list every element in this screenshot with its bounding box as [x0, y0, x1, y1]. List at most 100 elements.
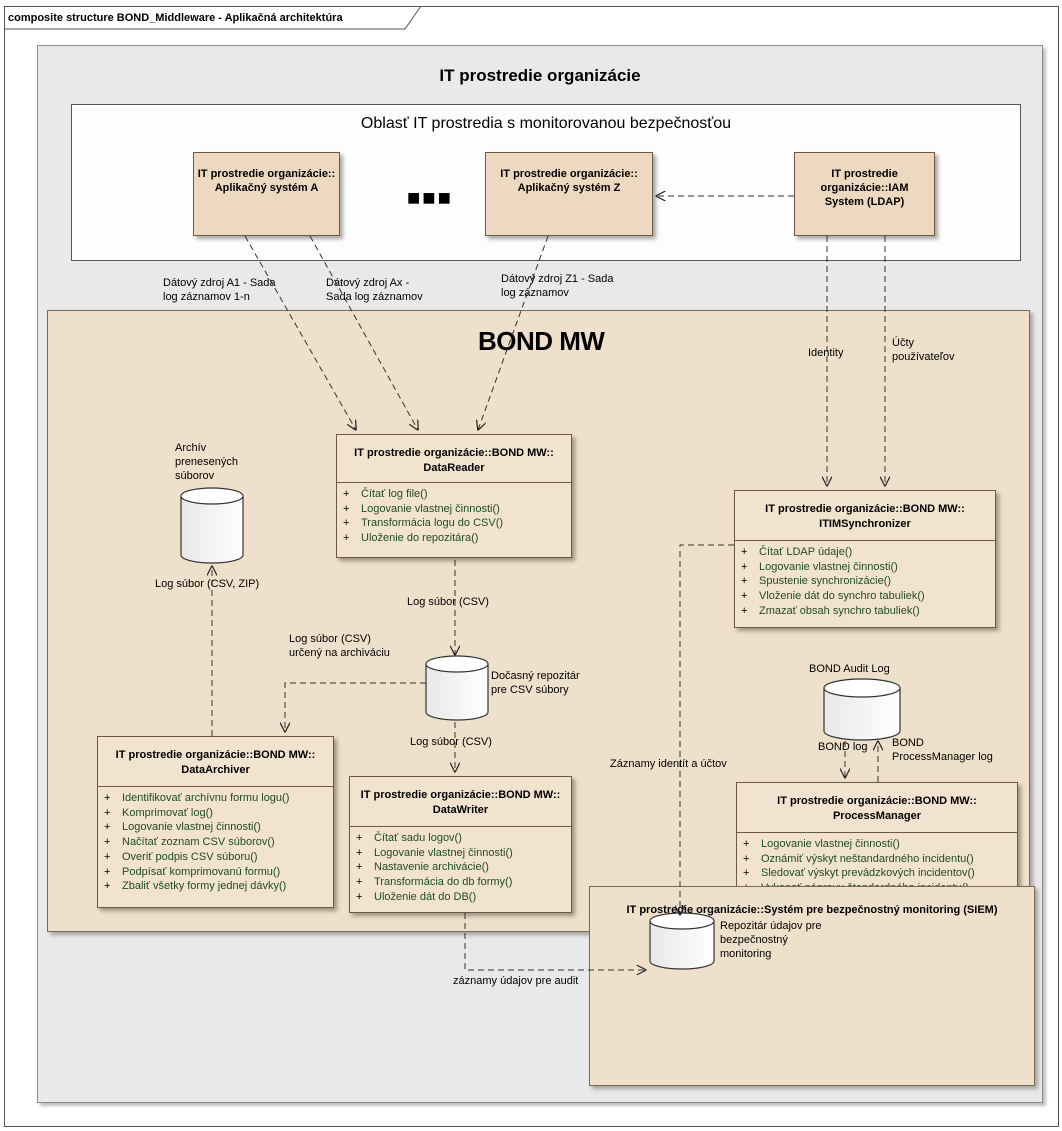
- monitored-area-title: Oblasť IT prostredia s monitorovanou bez…: [360, 115, 732, 132]
- connector-bond-log-label: BOND log: [818, 741, 868, 753]
- bond-mw-title: BOND MW: [478, 326, 605, 356]
- app-system-a-line2: Aplikačný systém A: [214, 182, 319, 194]
- operation: + Transformácia logu do CSV(): [343, 516, 571, 531]
- visibility-marker: +: [343, 517, 350, 530]
- class-datawriter-operations: +Čítať sadu logov() +Logovanie vlastnej …: [350, 827, 571, 905]
- iam-system-line3: System (LDAP): [824, 196, 905, 208]
- operation: +Nastavenie archivácie(): [356, 860, 571, 875]
- app-system-z[interactable]: IT prostredie organizácie:: Aplikačný sy…: [485, 152, 653, 236]
- operation: +Logovanie vlastnej činnosti(): [741, 560, 995, 575]
- class-datareader[interactable]: IT prostredie organizácie::BOND MW:: Dat…: [336, 434, 572, 558]
- connector-audit-records-label: záznamy údajov pre audit: [453, 975, 579, 987]
- connector-identity-label: Identity: [808, 347, 844, 359]
- visibility-marker: +: [356, 890, 363, 903]
- temp-repository-datastore[interactable]: [425, 655, 489, 721]
- connector-identity-records[interactable]: [680, 544, 734, 915]
- class-processmanager-header: IT prostredie organizácie::BOND MW:: Pro…: [737, 783, 1017, 833]
- app-system-a[interactable]: IT prostredie organizácie:: Aplikačný sy…: [193, 152, 340, 236]
- app-system-z-line1: IT prostredie organizácie::: [500, 168, 638, 180]
- temp-repo-label-line: Dočasný repozitár: [491, 670, 580, 682]
- class-datawriter-stereotype: IT prostredie organizácie::BOND MW::: [360, 789, 561, 801]
- iam-system[interactable]: IT prostredie organizácie::IAM System (L…: [794, 152, 935, 236]
- operation-label: Uloženie do repozitára(): [361, 532, 479, 545]
- class-datareader-header: IT prostredie organizácie::BOND MW:: Dat…: [337, 435, 571, 483]
- diagram-frame: [4, 6, 1059, 1127]
- operation-label: Transformácia logu do CSV(): [361, 517, 504, 530]
- operation: +Zmazať obsah synchro tabuliek(): [741, 604, 995, 619]
- connector-log-csv-archive-label: Log súbor (CSV) určený na archiváciu: [289, 632, 390, 660]
- connector-accounts-label: Účty používateľov: [892, 336, 955, 364]
- class-dataarchiver-name: DataArchiver: [181, 764, 250, 776]
- archive-label-line: súborov: [175, 470, 215, 482]
- connector-log-csv-zip-label: Log súbor (CSV, ZIP): [155, 578, 260, 590]
- operation-label: Uloženie dát do DB(): [374, 890, 477, 903]
- operation-label: Načítať zoznam CSV súborov(): [122, 836, 275, 849]
- iam-system-line1: IT prostredie: [831, 168, 898, 180]
- class-datawriter-name: DataWriter: [432, 804, 489, 816]
- class-itimsynchronizer-header: IT prostredie organizácie::BOND MW:: ITI…: [735, 491, 995, 541]
- visibility-marker: +: [343, 488, 350, 500]
- visibility-marker: +: [741, 604, 748, 617]
- diagram-title: composite structure BOND_Middleware - Ap…: [8, 12, 343, 24]
- operation: +Podpísať komprimovanú formu(): [104, 865, 333, 880]
- siem-repository-datastore[interactable]: [649, 912, 715, 970]
- operation: + Komprimovať log(): [104, 806, 333, 821]
- operation: +Oznámiť výskyt neštandardného incidentu…: [743, 852, 1017, 867]
- visibility-marker: +: [743, 852, 750, 865]
- visibility-marker: +: [343, 502, 350, 515]
- audit-log-label: BOND Audit Log: [809, 663, 890, 675]
- operation: +Čítať LDAP údaje(): [741, 545, 995, 560]
- class-dataarchiver-operations: +Identifikovať archívnu formu logu() + Ko…: [98, 787, 333, 894]
- operation: +Sledovať výskyt prevádzkových incidento…: [743, 866, 1017, 881]
- connector-label-line: Účty: [892, 337, 914, 349]
- connector-ax-label: Dátový zdroj Ax - Sada log záznamov: [326, 276, 423, 304]
- app-system-a-line1: IT prostredie organizácie::: [197, 168, 336, 180]
- class-itimsynchronizer[interactable]: IT prostredie organizácie::BOND MW:: ITI…: [734, 490, 996, 628]
- class-dataarchiver[interactable]: IT prostredie organizácie::BOND MW:: Dat…: [97, 736, 334, 908]
- archive-datastore-label: Archív prenesených súborov: [175, 441, 238, 483]
- operation: + Uloženie dát do DB(): [356, 890, 571, 905]
- operation-label: Nastavenie archivácie(): [374, 861, 489, 874]
- class-datareader-stereotype: IT prostredie organizácie::BOND MW::: [354, 447, 554, 459]
- connector-repo-to-archiver[interactable]: [285, 682, 426, 732]
- operation-label: Komprimovať log(): [122, 806, 213, 819]
- operation: + Logovanie vlastnej činnosti(): [343, 502, 571, 517]
- archive-datastore[interactable]: [180, 487, 244, 564]
- connector-label-line: ProcessManager log: [892, 751, 993, 763]
- temp-repository-label: Dočasný repozitár pre CSV súbory: [491, 669, 580, 697]
- siem-repository-label: Repozitár údajov pre bezpečnostný monito…: [720, 919, 822, 961]
- visibility-marker: +: [104, 880, 111, 893]
- operation-label: Logovanie vlastnej činnosti(): [361, 502, 500, 515]
- class-itimsynchronizer-operations: +Čítať LDAP údaje() +Logovanie vlastnej …: [735, 541, 995, 619]
- visibility-marker: +: [104, 850, 111, 863]
- class-processmanager-name: ProcessManager: [832, 810, 922, 822]
- class-datawriter[interactable]: IT prostredie organizácie::BOND MW:: Dat…: [349, 776, 572, 913]
- operation: +Logovanie vlastnej činnosti(): [743, 837, 1017, 852]
- archive-label-line: prenesených: [175, 456, 238, 468]
- visibility-marker: +: [356, 846, 363, 859]
- app-system-z-line2: Aplikačný systém Z: [517, 182, 621, 194]
- connector-label-line: Dátový zdroj A1 - Sada: [163, 277, 276, 289]
- connector-log-csv-label-2: Log súbor (CSV): [410, 736, 492, 748]
- visibility-marker: +: [741, 546, 748, 558]
- operation: +Načítať zoznam CSV súborov(): [104, 835, 333, 850]
- operation: +Transformácia do db formy(): [356, 875, 571, 890]
- connector-pm-log-label: BOND ProcessManager log: [892, 736, 993, 764]
- audit-log-datastore[interactable]: [823, 678, 901, 741]
- visibility-marker: +: [104, 821, 111, 834]
- connector-audit-records[interactable]: [464, 913, 646, 970]
- connector-identity-records-label: Záznamy identít a účtov: [610, 758, 727, 770]
- connector-a1[interactable]: [244, 235, 356, 430]
- visibility-marker: +: [741, 575, 748, 588]
- operation-label: Sledovať výskyt prevádzkových incidentov…: [761, 867, 975, 880]
- connector-z1[interactable]: [478, 235, 549, 430]
- operation: +Identifikovať archívnu formu logu(): [104, 791, 333, 806]
- siem-repo-label-line: bezpečnostný: [720, 934, 788, 946]
- archive-label-line: Archív: [175, 442, 207, 454]
- class-datawriter-header: IT prostredie organizácie::BOND MW:: Dat…: [350, 777, 571, 827]
- visibility-marker: +: [104, 806, 111, 819]
- connector-ax[interactable]: [309, 235, 418, 430]
- class-itimsynchronizer-stereotype: IT prostredie organizácie::BOND MW::: [765, 503, 965, 515]
- iam-system-line2: organizácie::IAM: [820, 182, 909, 194]
